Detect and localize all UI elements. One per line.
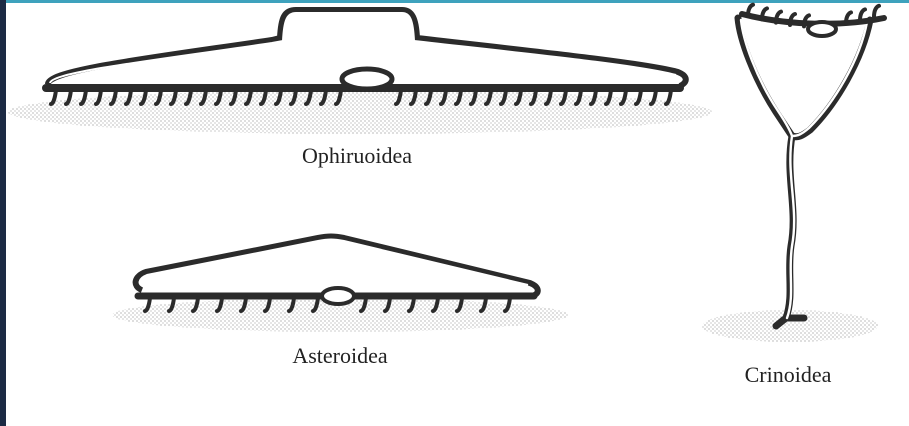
tube-foot [96,90,101,104]
tube-foot [666,90,671,104]
ophiuroidea-label: Ophiruoidea [302,143,412,169]
crinoidea-label: Crinoidea [745,362,832,388]
crinoidea-calyx-and-stalk [738,18,870,326]
asteroidea-label: Asteroidea [292,343,387,369]
crinoidea-mouth [808,22,836,36]
crinoidea-figure [702,5,884,342]
tube-foot [145,298,150,311]
tube-foot [66,90,71,104]
pinnule [874,6,879,17]
tube-foot [636,90,641,104]
tube-foot [81,90,86,104]
asteroidea-mouth [322,288,354,304]
ophiuroidea-mouth [342,69,392,89]
tube-foot [51,90,56,104]
asteroidea-figure [112,237,568,333]
ophiuroidea-figure [8,10,712,134]
tube-foot [621,90,626,104]
tube-foot [651,90,656,104]
